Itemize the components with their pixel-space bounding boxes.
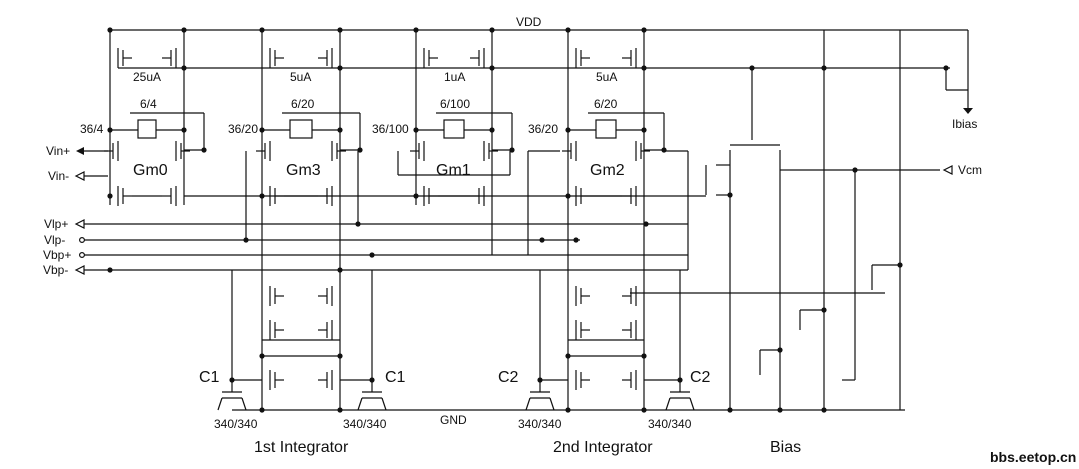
degeneration-device	[137, 119, 157, 139]
watermark: bbs.eetop.cn	[990, 449, 1076, 465]
cascode-device-right	[318, 286, 333, 306]
pmos-source-left	[269, 48, 284, 68]
cap-label-c1-left: C1	[199, 369, 220, 386]
gm-stages	[104, 27, 706, 270]
bias-block	[630, 30, 973, 413]
cap-size-1: 340/340	[214, 417, 258, 431]
stage-name-gm1: Gm1	[436, 162, 471, 179]
cap-label-c2-right: C2	[690, 369, 711, 386]
pmos-source-right	[162, 48, 177, 68]
input-device-right	[175, 141, 190, 161]
pmos-source-right	[622, 48, 637, 68]
vlp-plus-label: Vlp+	[44, 217, 68, 231]
stage-name-gm2: Gm2	[590, 162, 625, 179]
cascode-device-left	[575, 286, 590, 306]
stage-current-gm0: 25uA	[133, 70, 161, 84]
cascode-device-right	[622, 320, 637, 340]
stage-inratio-gm3: 36/20	[228, 122, 258, 136]
integrator-1	[217, 205, 387, 413]
input-device-left	[410, 141, 425, 161]
pmos-source-left	[117, 48, 132, 68]
cascode-device-right	[318, 370, 333, 390]
vlp-minus-label: Vlp-	[44, 233, 65, 247]
stage-current-gm2: 5uA	[596, 70, 617, 84]
control-lines	[84, 150, 688, 273]
stage-ratio-gm0: 6/4	[140, 97, 157, 111]
stage-gm1	[397, 27, 515, 206]
integrator-2	[525, 205, 695, 413]
cascode-device-left	[575, 320, 590, 340]
stage-ratio-gm2: 6/20	[594, 97, 618, 111]
stage-name-gm0: Gm0	[133, 162, 168, 179]
mos-capacitor	[525, 270, 555, 411]
stage-gm0	[104, 27, 207, 206]
cascode-left	[117, 186, 132, 206]
pmos-source-left	[423, 48, 438, 68]
input-device-right	[483, 141, 498, 161]
pmos-source-right	[470, 48, 485, 68]
pmos-source-left	[575, 48, 590, 68]
port-markers	[74, 147, 85, 275]
ibias-label: Ibias	[952, 117, 977, 131]
stage-inratio-gm2: 36/20	[528, 122, 558, 136]
cap-label-c1-right: C1	[385, 369, 406, 386]
stage-gm2	[562, 27, 667, 206]
cascode-device-left	[575, 370, 590, 390]
stage-name-gm3: Gm3	[286, 162, 321, 179]
vbp-minus-label: Vbp-	[43, 263, 68, 277]
vcm-label: Vcm	[958, 163, 982, 177]
section-2nd-integrator: 2nd Integrator	[553, 439, 653, 456]
degeneration-device	[443, 119, 465, 139]
degeneration-device	[595, 119, 617, 139]
stage-gm3	[256, 27, 363, 206]
vin-minus-label: Vin-	[48, 169, 69, 183]
cascode-device-right	[318, 320, 333, 340]
stage-inratio-gm1: 36/100	[372, 122, 409, 136]
integrator-cascodes	[217, 205, 695, 413]
input-device-right	[635, 141, 650, 161]
cap-label-c2-left: C2	[498, 369, 519, 386]
input-device-left	[256, 141, 271, 161]
gnd-label: GND	[440, 413, 467, 427]
mos-capacitor	[357, 270, 387, 411]
cascode-device-right	[622, 286, 637, 306]
cap-size-3: 340/340	[518, 417, 562, 431]
input-device-right	[331, 141, 346, 161]
section-bias: Bias	[770, 439, 801, 456]
input-device-left	[562, 141, 577, 161]
mos-capacitor	[217, 270, 247, 411]
mos-capacitor	[665, 270, 695, 411]
vbp-plus-label: Vbp+	[43, 248, 71, 262]
stage-inratio-gm0: 36/4	[80, 122, 104, 136]
section-1st-integrator: 1st Integrator	[254, 439, 349, 456]
cascode-device-left	[269, 370, 284, 390]
stage-current-gm3: 5uA	[290, 70, 311, 84]
cascode-device-right	[622, 370, 637, 390]
stage-ratio-gm3: 6/20	[291, 97, 315, 111]
stage-ratio-gm1: 6/100	[440, 97, 470, 111]
pmos-source-right	[318, 48, 333, 68]
degeneration-device	[289, 119, 313, 139]
cascode-device-left	[269, 286, 284, 306]
cascode-right	[162, 186, 177, 206]
vin-plus-label: Vin+	[46, 144, 70, 158]
vdd-label: VDD	[516, 15, 542, 29]
cascode-device-left	[269, 320, 284, 340]
cap-size-4: 340/340	[648, 417, 692, 431]
stage-current-gm1: 1uA	[444, 70, 465, 84]
cap-size-2: 340/340	[343, 417, 387, 431]
